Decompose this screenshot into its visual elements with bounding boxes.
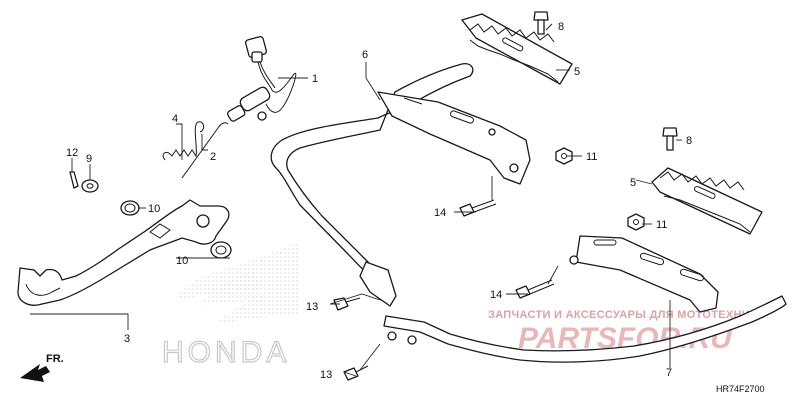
callout-1: 1 xyxy=(312,73,318,85)
callout-5-lower: 5 xyxy=(630,177,636,189)
part-4-return-spring xyxy=(162,121,205,161)
callout-12: 12 xyxy=(66,147,78,159)
honda-brand-text: HONDA xyxy=(162,336,290,369)
front-direction-label: FR. xyxy=(46,353,64,365)
callout-10-lower: 10 xyxy=(176,255,188,267)
leader-lines xyxy=(30,23,682,377)
front-direction-arrow: FR. xyxy=(20,353,64,382)
part-10-bushing-lower xyxy=(210,241,232,259)
callout-13-upper: 13 xyxy=(306,301,318,313)
part-8-bolt-upper xyxy=(533,11,549,35)
callout-14-upper: 14 xyxy=(434,207,446,219)
callout-8-upper: 8 xyxy=(558,21,564,33)
diagram-code: HR74F2700 xyxy=(716,384,765,394)
callout-3: 3 xyxy=(124,333,130,345)
callout-11-upper: 11 xyxy=(586,151,597,163)
callout-14-lower: 14 xyxy=(490,289,502,301)
callout-11-lower: 11 xyxy=(656,219,667,231)
part-11-nut-upper xyxy=(555,147,573,165)
callout-5-upper: 5 xyxy=(574,66,580,78)
part-5-footrest-lower xyxy=(651,167,763,235)
part-1-brake-switch xyxy=(227,36,297,122)
part-8-bolt-lower xyxy=(662,127,678,151)
callout-6: 6 xyxy=(362,49,368,61)
callout-4: 4 xyxy=(172,113,178,125)
part-2-spring-rod xyxy=(181,122,229,179)
callout-7: 7 xyxy=(666,367,672,379)
callout-2: 2 xyxy=(210,151,216,163)
callout-8-lower: 8 xyxy=(686,135,692,147)
callout-9: 9 xyxy=(86,153,92,165)
part-6-step-bar-upper xyxy=(270,63,531,307)
watermark-tagline: ЗАПЧАСТИ И АКСЕССУАРЫ ДЛЯ МОТОТЕХНИКИ xyxy=(488,309,765,321)
part-14-bolt-lower xyxy=(515,279,555,299)
callout-13-lower: 13 xyxy=(320,369,332,381)
part-7-step-bar-lower xyxy=(383,235,787,363)
part-3-brake-pedal xyxy=(17,199,230,306)
part-12-cotter-pin xyxy=(69,171,79,189)
part-5-footrest-upper xyxy=(461,13,573,85)
part-9-washer xyxy=(81,179,99,193)
part-10-bushing-upper xyxy=(120,200,140,216)
honda-wing-logo xyxy=(175,240,300,325)
part-11-nut-lower xyxy=(627,213,645,231)
part-13-bolt-upper xyxy=(333,297,361,311)
part-14-bolt-upper xyxy=(459,199,497,217)
callout-10-upper: 10 xyxy=(148,203,160,215)
